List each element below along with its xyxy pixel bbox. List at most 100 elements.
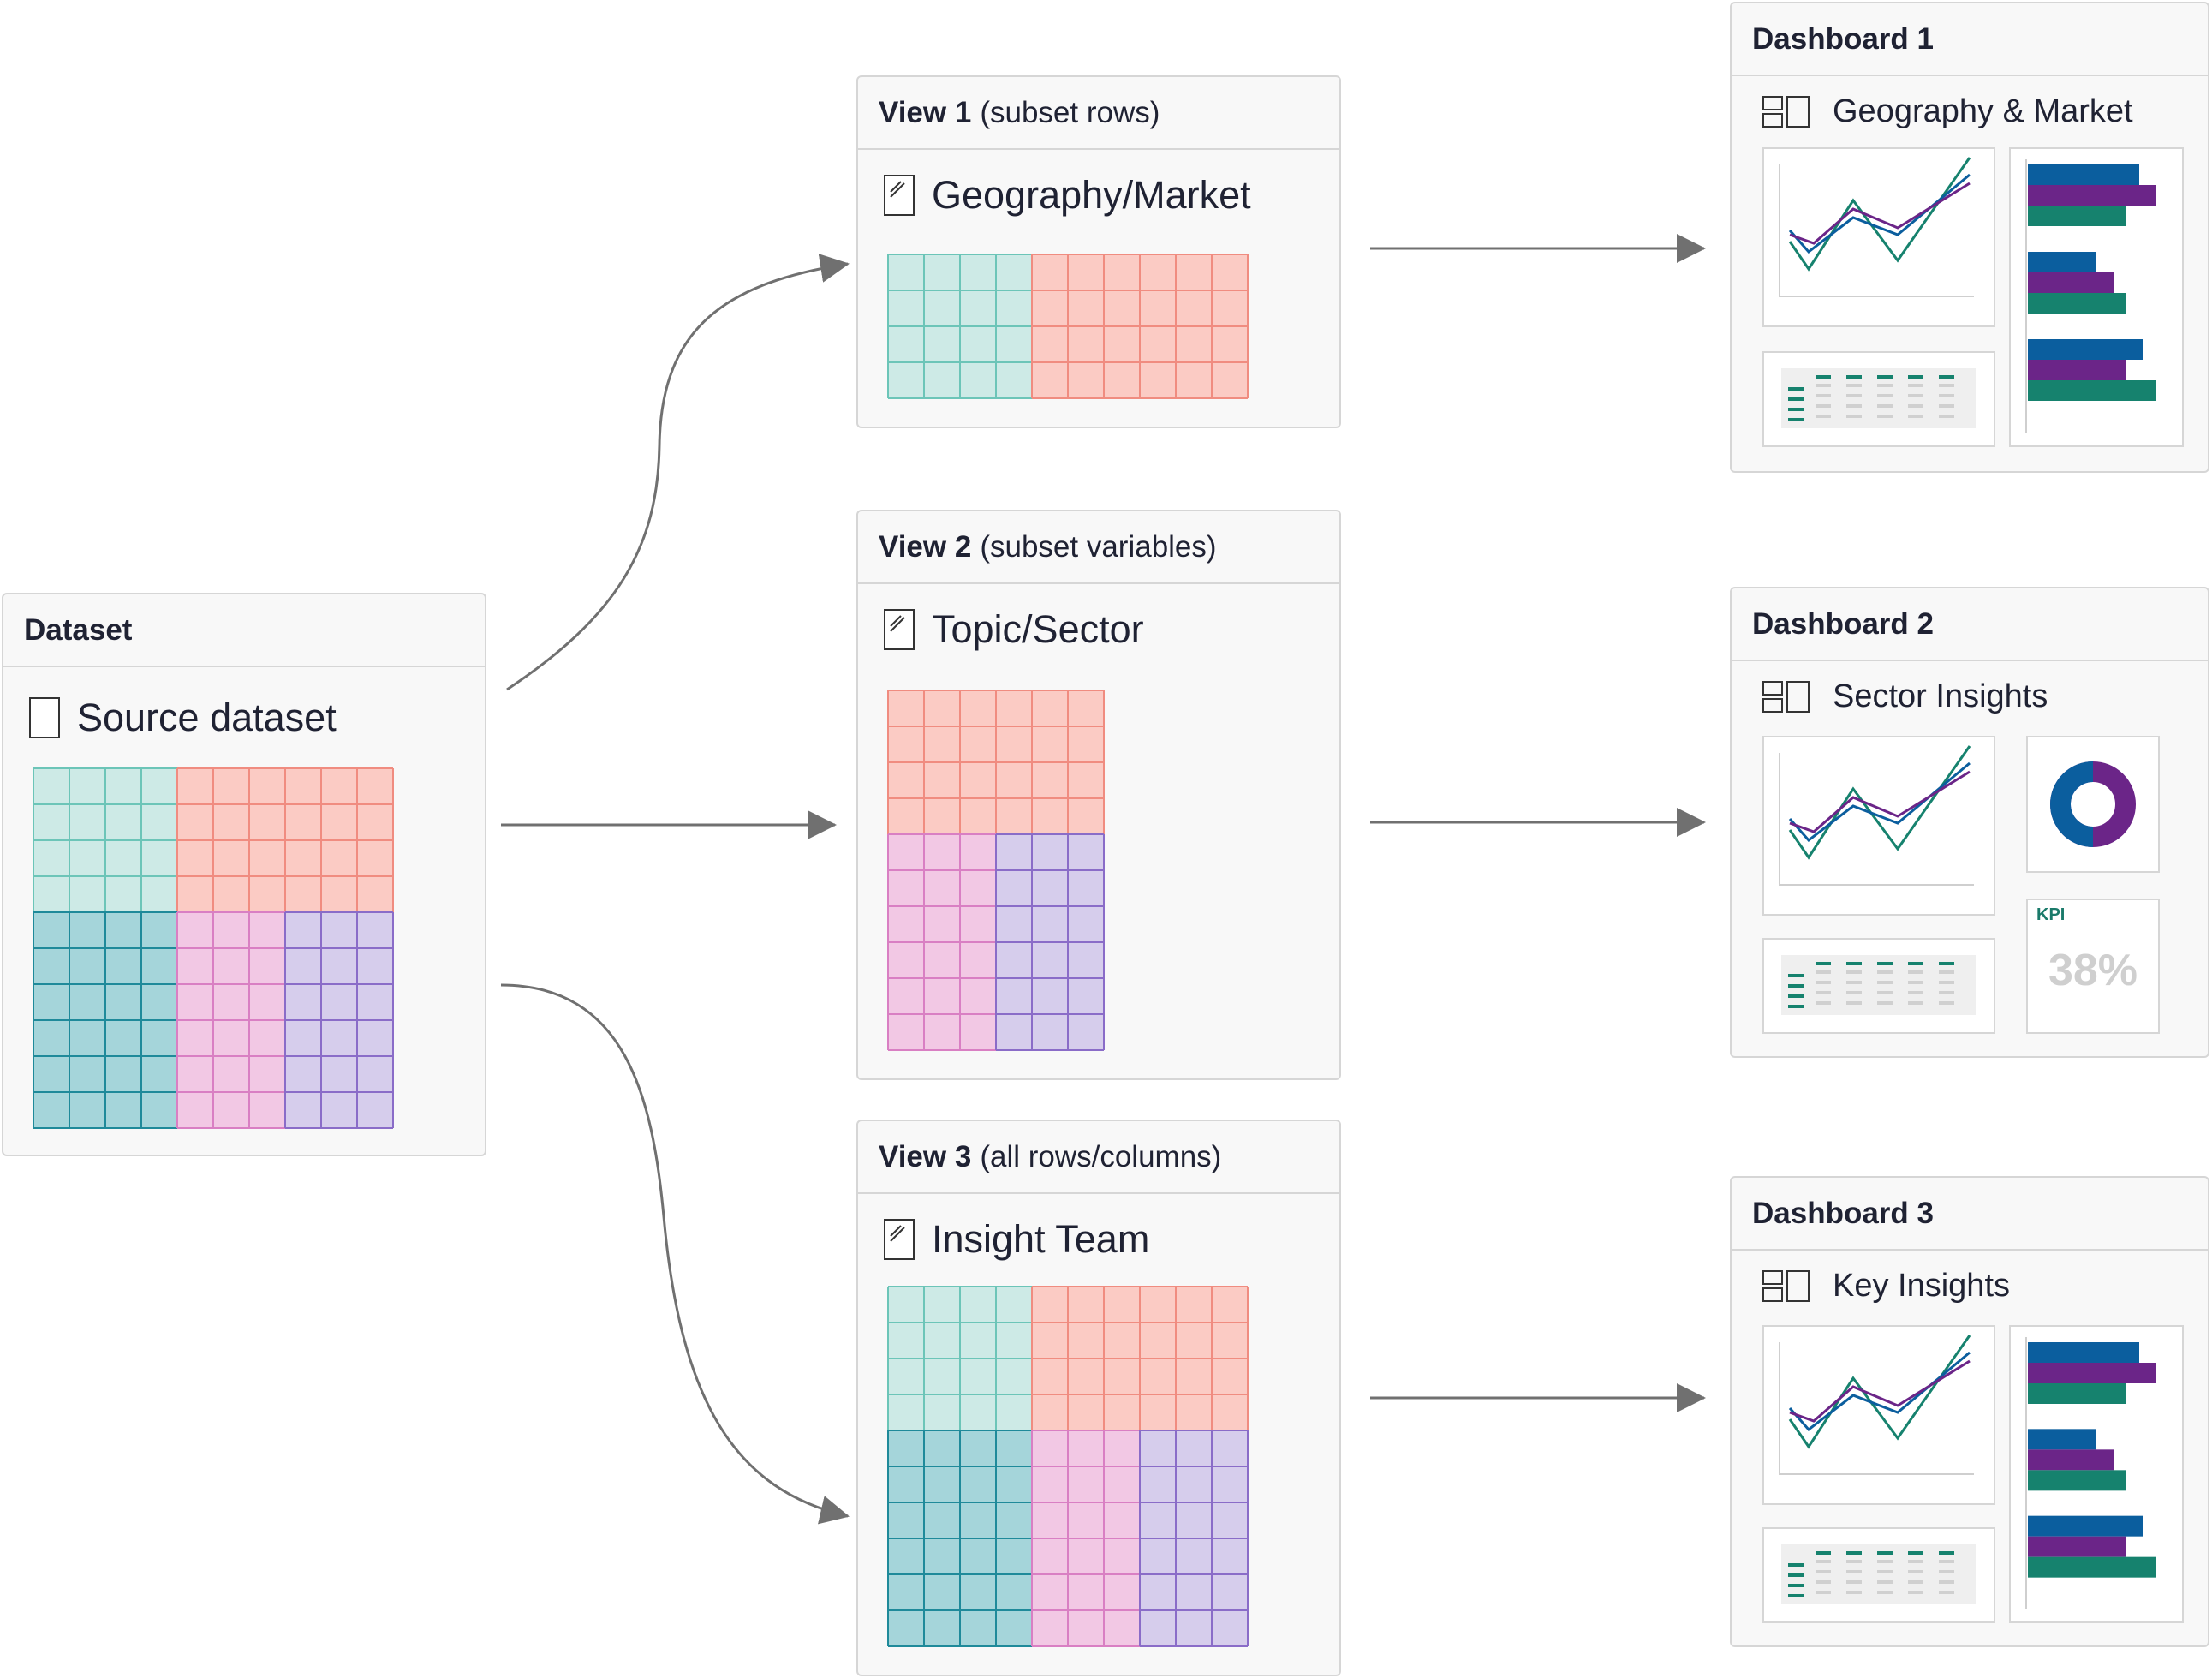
table-panel xyxy=(1762,1527,1995,1623)
line-chart xyxy=(1779,157,1974,297)
bar xyxy=(2028,1383,2126,1404)
line-chart-panel xyxy=(1762,1325,1995,1505)
grid-block xyxy=(887,690,1105,835)
table-thumbnail xyxy=(1781,1544,1976,1604)
bar xyxy=(2028,252,2096,272)
line-chart xyxy=(1779,1335,1974,1475)
dashboard-layout-icon xyxy=(1762,95,1810,128)
dashboard1-title-row: Geography & Market xyxy=(1762,93,2133,130)
grid-block xyxy=(887,254,1033,399)
view1-grid xyxy=(887,254,1249,399)
dataset-title-row: Source dataset xyxy=(29,696,337,740)
bar xyxy=(2028,360,2126,380)
grid-block xyxy=(33,767,178,913)
kpi-label: KPI xyxy=(2036,905,2066,924)
view1-card: View 1 (subset rows) Geography/Market xyxy=(856,75,1341,428)
grid-block xyxy=(1139,1430,1249,1647)
kpi-value: 38% xyxy=(2048,946,2138,995)
dashboard3-title-row: Key Insights xyxy=(1762,1268,2010,1305)
view3-grid xyxy=(887,1286,1249,1647)
series-line-green xyxy=(1788,157,1971,272)
series-line-green xyxy=(1788,745,1971,860)
document-icon xyxy=(29,697,60,738)
dashboard3-card: Dashboard 3 Key Insights xyxy=(1730,1176,2209,1647)
bar xyxy=(2028,1429,2096,1450)
donut-chart xyxy=(2050,761,2136,847)
view2-header-sub: (subset variables) xyxy=(980,529,1217,564)
series-line-blue xyxy=(1788,761,1971,843)
bar xyxy=(2028,1515,2143,1537)
dataset-grid xyxy=(33,767,394,1129)
line-chart xyxy=(1779,745,1974,886)
dashboard2-card: Dashboard 2 Sector Insights KPI 38% xyxy=(1730,587,2209,1058)
grid-block xyxy=(1031,1430,1141,1647)
grid-block xyxy=(33,911,178,1129)
table-thumbnail xyxy=(1781,955,1976,1015)
dataset-card: Dataset Source dataset xyxy=(2,593,486,1156)
table-panel xyxy=(1762,938,1995,1034)
series-line-blue xyxy=(1788,1351,1971,1432)
bar xyxy=(2028,380,2156,401)
series-line-purple xyxy=(1789,1359,1971,1423)
bar xyxy=(2028,1449,2114,1471)
dashboard3-header-label: Dashboard 3 xyxy=(1752,1196,1934,1230)
view3-header-label: View 3 xyxy=(879,1139,972,1173)
bar xyxy=(2028,293,2126,314)
bar xyxy=(2028,1363,2156,1383)
grid-block xyxy=(995,833,1105,1051)
view1-header-sub: (subset rows) xyxy=(980,95,1160,129)
dashboard2-title-row: Sector Insights xyxy=(1762,678,2048,715)
dataset-title: Source dataset xyxy=(77,696,337,739)
arrow-dataset-to-view3 xyxy=(500,983,850,1525)
bar xyxy=(2028,206,2126,226)
series-line-green xyxy=(1788,1335,1971,1449)
dashboard2-title: Sector Insights xyxy=(1833,678,2048,714)
dashboard1-header: Dashboard 1 xyxy=(1732,3,2208,76)
line-chart-panel xyxy=(1762,147,1995,327)
filtered-document-icon xyxy=(884,1219,915,1260)
view1-title-row: Geography/Market xyxy=(884,173,1251,218)
bar xyxy=(2028,1536,2126,1557)
view3-header: View 3 (all rows/columns) xyxy=(858,1121,1339,1194)
view2-title-row: Topic/Sector xyxy=(884,607,1144,652)
dashboard3-header: Dashboard 3 xyxy=(1732,1178,2208,1251)
view3-header-sub: (all rows/columns) xyxy=(980,1139,1222,1173)
filtered-document-icon xyxy=(884,609,915,650)
bar-chart-panel xyxy=(2009,147,2184,447)
grid-block xyxy=(887,833,997,1051)
filtered-document-icon xyxy=(884,175,915,216)
grid-block xyxy=(887,1430,1033,1647)
view3-title: Insight Team xyxy=(932,1217,1150,1261)
dataset-header: Dataset xyxy=(3,594,485,667)
dataset-header-label: Dataset xyxy=(24,612,133,647)
dashboard1-card: Dashboard 1 Geography & Market xyxy=(1730,2,2209,473)
grid-block xyxy=(887,1286,1033,1431)
series-line-blue xyxy=(1788,173,1971,254)
bar xyxy=(2028,185,2156,206)
bar xyxy=(2028,164,2139,185)
view1-header-label: View 1 xyxy=(879,95,972,129)
bar xyxy=(2028,272,2114,293)
view2-header-label: View 2 xyxy=(879,529,972,564)
dashboard1-header-label: Dashboard 1 xyxy=(1752,21,1934,56)
view2-card: View 2 (subset variables) Topic/Sector xyxy=(856,510,1341,1080)
grid-block xyxy=(176,911,286,1129)
bar-chart xyxy=(2025,159,2156,433)
grid-block xyxy=(176,767,394,913)
bar-chart-panel xyxy=(2009,1325,2184,1623)
line-chart-panel xyxy=(1762,736,1995,916)
dashboard3-title: Key Insights xyxy=(1833,1268,2010,1304)
chart-axes xyxy=(1779,164,1974,297)
series-line-purple xyxy=(1789,182,1971,245)
bar-chart xyxy=(2025,1337,2156,1609)
grid-block xyxy=(284,911,394,1129)
bar xyxy=(2028,1556,2156,1578)
dashboard-layout-icon xyxy=(1762,680,1810,714)
bar xyxy=(2028,1470,2126,1491)
view1-title: Geography/Market xyxy=(932,173,1251,217)
bar xyxy=(2028,339,2143,360)
dashboard1-title: Geography & Market xyxy=(1833,93,2133,129)
donut-segment-blue xyxy=(2050,761,2094,847)
kpi-panel: KPI 38% xyxy=(2026,899,2160,1034)
view2-title: Topic/Sector xyxy=(932,607,1144,651)
